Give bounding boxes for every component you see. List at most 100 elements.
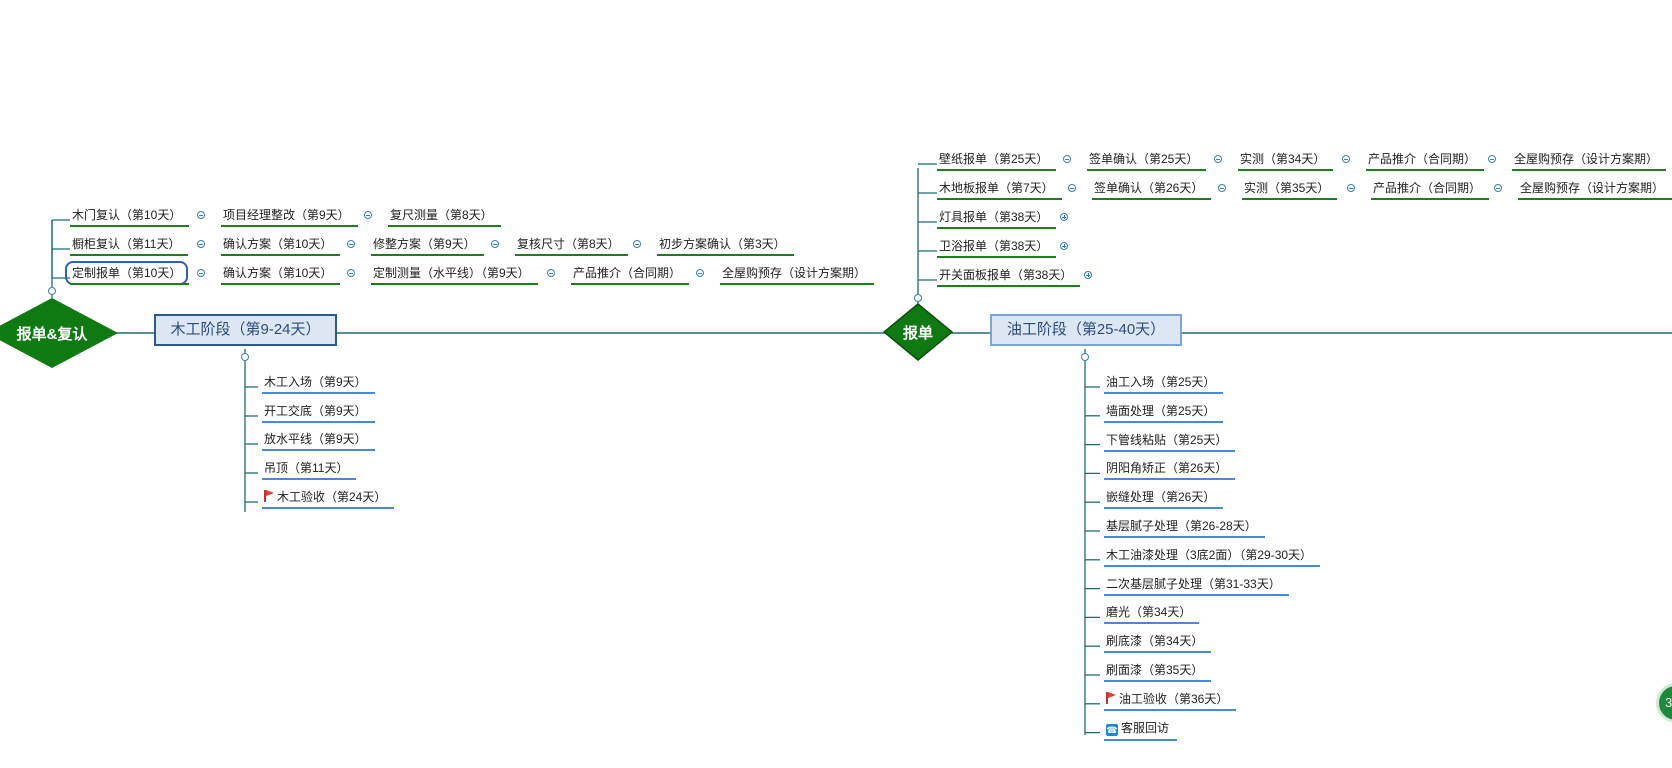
topic-node[interactable]: 磨光（第34天）: [1104, 605, 1200, 625]
topic-node[interactable]: 刷面漆（第35天）: [1104, 663, 1212, 682]
topic-underline: [262, 392, 375, 394]
topic-node[interactable]: 签单确认（第25天）: [1087, 152, 1207, 171]
topic-label: 修整方案（第9天）: [373, 237, 476, 251]
topic-node[interactable]: 嵌缝处理（第26天）: [1104, 490, 1224, 510]
topic-underline: [1104, 680, 1212, 682]
topic-underline: [262, 449, 375, 451]
collapse-toggle-icon[interactable]: [1218, 184, 1226, 192]
collapse-toggle-icon[interactable]: [197, 240, 205, 248]
right-stage-node[interactable]: 油工阶段（第25-40天）: [990, 314, 1182, 346]
topic-underline: [262, 507, 395, 509]
topic-node[interactable]: 开关面板报单（第38天）: [937, 268, 1081, 287]
topic-label: 产品推介（合同期）: [573, 266, 682, 280]
topic-node[interactable]: 产品推介（合同期）: [1366, 152, 1485, 171]
topic-label: 签单确认（第26天）: [1094, 181, 1204, 195]
collapse-toggle-icon[interactable]: [1068, 184, 1076, 192]
topic-node[interactable]: 刷底漆（第34天）: [1104, 634, 1212, 654]
topic-node[interactable]: 阴阳角矫正（第26天）: [1104, 461, 1236, 481]
topic-node[interactable]: 灯具报单（第38天）: [937, 210, 1057, 229]
collapse-toggle-icon[interactable]: [1347, 184, 1355, 192]
collapse-toggle-icon[interactable]: [1342, 155, 1350, 163]
topic-node[interactable]: 吊顶（第11天）: [262, 461, 357, 480]
topic-label: 放水平线（第9天）: [264, 432, 367, 446]
topic-label: 木工油漆处理（3底2面）（第29-30天）: [1106, 547, 1313, 562]
collapse-toggle-icon[interactable]: [491, 240, 499, 248]
topic-node[interactable]: 确认方案（第10天）: [221, 237, 341, 256]
topic-label: 橱柜复认（第11天）: [72, 237, 181, 251]
topic-underline: [221, 283, 341, 285]
topic-node[interactable]: 放水平线（第9天）: [262, 432, 375, 451]
topic-node[interactable]: 签单确认（第26天）: [1092, 181, 1212, 200]
topic-node[interactable]: 项目经理整改（第9天）: [221, 208, 358, 227]
topic-node[interactable]: 壁纸报单（第25天）: [937, 152, 1057, 171]
topic-node[interactable]: 木工入场（第9天）: [262, 375, 375, 394]
collapse-toggle-icon[interactable]: [1063, 155, 1071, 163]
topic-underline: [70, 283, 190, 285]
topic-node[interactable]: 下管线粘贴（第25天）: [1104, 433, 1236, 452]
topic-label: 墙面处理（第25天）: [1106, 403, 1216, 418]
topic-node[interactable]: 木工油漆处理（3底2面）（第29-30天）: [1104, 547, 1321, 567]
topic-node[interactable]: 复尺测量（第8天）: [388, 208, 501, 227]
topic-label: 全屋购预存（设计方案期）: [722, 266, 867, 280]
topic-node[interactable]: 卫浴报单（第38天）: [937, 239, 1057, 258]
topic-node[interactable]: 定制测量（水平线）（第9天）: [371, 266, 538, 285]
topic-node[interactable]: 全屋购预存（设计方案期）: [1518, 181, 1672, 200]
collapse-toggle-icon[interactable]: [1081, 353, 1089, 361]
collapse-toggle-icon[interactable]: [347, 269, 355, 277]
topic-node[interactable]: 木门复认（第10天）: [70, 208, 190, 227]
topic-underline: [1104, 564, 1321, 567]
topic-underline: [1087, 169, 1207, 171]
collapse-toggle-icon[interactable]: [347, 240, 355, 248]
topic-node[interactable]: 开工交底（第9天）: [262, 404, 375, 423]
topic-node[interactable]: 基层腻子处理（第26-28天）: [1104, 519, 1265, 538]
left-stage-node[interactable]: 木工阶段（第9-24天）: [154, 314, 337, 346]
topic-node[interactable]: 墙面处理（第25天）: [1104, 403, 1224, 423]
topic-node[interactable]: 复核尺寸（第8天）: [515, 237, 628, 256]
topic-label: 吊顶（第11天）: [264, 461, 349, 475]
topic-node[interactable]: 二次基层腻子处理（第31-33天）: [1104, 577, 1289, 596]
topic-label: 阴阳角矫正（第26天）: [1106, 461, 1228, 476]
topic-node[interactable]: 全屋购预存（设计方案期）: [720, 266, 875, 285]
collapse-toggle-icon[interactable]: [914, 294, 922, 302]
topic-underline: [1104, 420, 1224, 423]
topic-label: 产品推介（合同期）: [1368, 152, 1477, 166]
right-hub-diamond[interactable]: [882, 303, 954, 361]
expand-toggle-icon[interactable]: [1084, 271, 1092, 279]
flag-icon: [1106, 691, 1116, 704]
topic-node[interactable]: 实测（第34天）: [1238, 152, 1334, 171]
collapse-toggle-icon[interactable]: [1488, 155, 1496, 163]
topic-node[interactable]: 产品推介（合同期）: [1371, 181, 1490, 200]
topic-underline: [1104, 708, 1237, 711]
topic-underline: [720, 283, 875, 285]
collapse-toggle-icon[interactable]: [1214, 155, 1222, 163]
collapse-toggle-icon[interactable]: [633, 240, 641, 248]
topic-node[interactable]: 产品推介（合同期）: [571, 266, 690, 285]
left-hub-diamond[interactable]: [0, 298, 118, 368]
topic-label: 磨光（第34天）: [1106, 605, 1192, 620]
expand-toggle-icon[interactable]: [1060, 213, 1068, 221]
collapse-toggle-icon[interactable]: [364, 211, 372, 219]
collapse-toggle-icon[interactable]: [197, 211, 205, 219]
topic-node[interactable]: 修整方案（第9天）: [371, 237, 484, 256]
topic-underline: [937, 198, 1062, 200]
collapse-toggle-icon[interactable]: [241, 353, 249, 361]
topic-node[interactable]: ☎客服回访: [1104, 721, 1178, 741]
topic-node[interactable]: 油工入场（第25天）: [1104, 375, 1224, 394]
topic-underline: [262, 478, 357, 480]
collapse-toggle-icon[interactable]: [1494, 184, 1502, 192]
collapse-toggle-icon[interactable]: [197, 269, 205, 277]
collapse-toggle-icon[interactable]: [696, 269, 704, 277]
topic-node[interactable]: 油工验收（第36天）: [1104, 691, 1237, 711]
topic-underline: [371, 283, 538, 285]
topic-node[interactable]: 实测（第35天）: [1242, 181, 1338, 200]
topic-node[interactable]: 全屋购预存（设计方案期）: [1512, 152, 1667, 171]
topic-node[interactable]: 确认方案（第10天）: [221, 266, 341, 285]
topic-node[interactable]: 木地板报单（第7天）: [937, 181, 1062, 200]
topic-node[interactable]: 木工验收（第24天）: [262, 490, 395, 509]
collapse-toggle-icon[interactable]: [547, 269, 555, 277]
topic-node[interactable]: 橱柜复认（第11天）: [70, 237, 189, 256]
expand-toggle-icon[interactable]: [1060, 242, 1068, 250]
collapse-toggle-icon[interactable]: [48, 287, 56, 295]
selected-topic-node[interactable]: 定制报单（第10天）: [64, 261, 190, 285]
topic-node[interactable]: 初步方案确认（第3天）: [657, 237, 794, 256]
